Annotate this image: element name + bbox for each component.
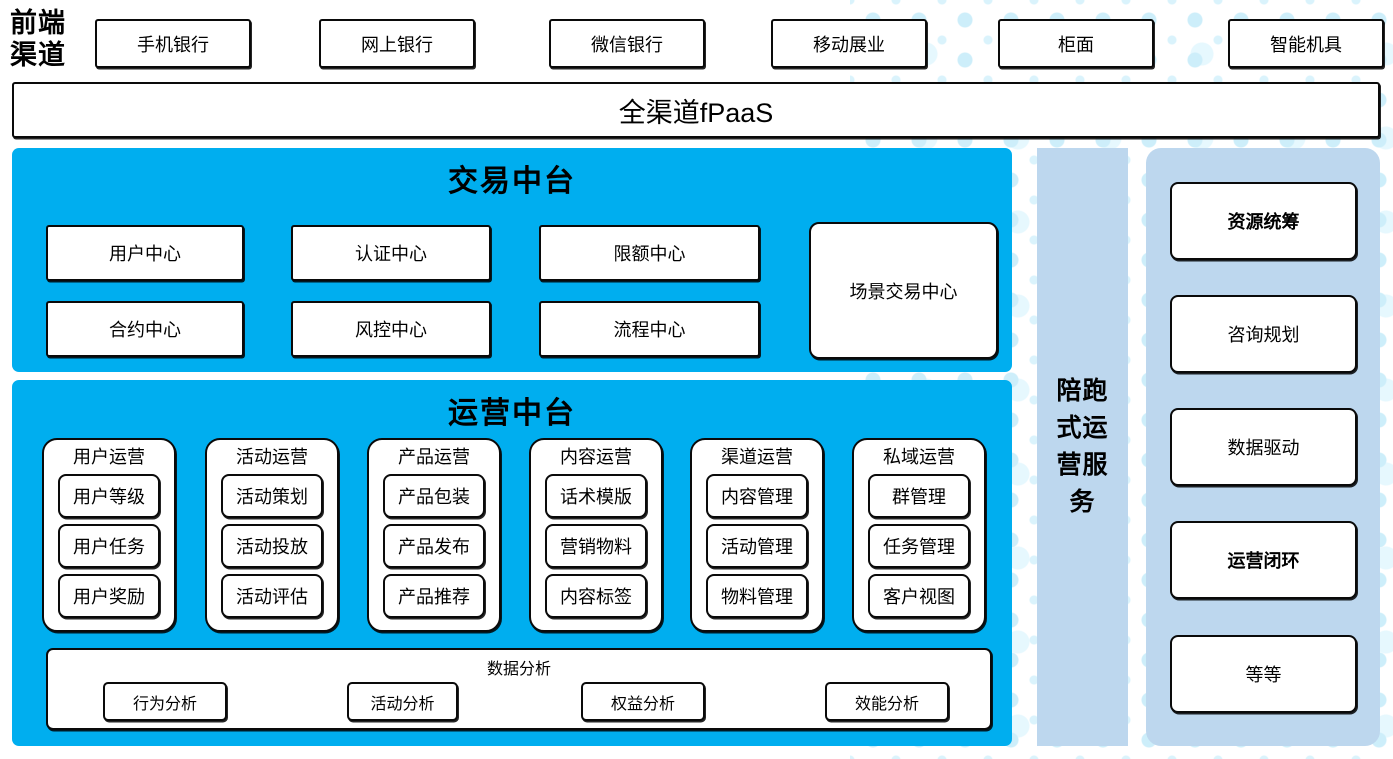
center-box-process: 流程中心 bbox=[539, 301, 760, 357]
ops-item: 物料管理 bbox=[706, 574, 808, 618]
ops-item: 用户奖励 bbox=[58, 574, 160, 618]
center-box-user: 用户中心 bbox=[46, 225, 244, 281]
data-analysis-title: 数据分析 bbox=[486, 661, 551, 678]
data-analysis-bar: 数据分析 行为分析 活动分析 权益分析 效能分析 bbox=[46, 648, 992, 730]
ops-column-activity: 活动运营 活动策划 活动投放 活动评估 bbox=[205, 438, 339, 632]
ops-item: 用户任务 bbox=[58, 524, 160, 568]
ops-item: 客户视图 bbox=[868, 574, 970, 618]
service-box-operation-loop: 运营闭环 bbox=[1170, 521, 1357, 599]
companion-service-strip: 陪跑式运营服务 bbox=[1037, 148, 1128, 746]
ops-item: 活动评估 bbox=[221, 574, 323, 618]
ops-item: 用户等级 bbox=[58, 474, 160, 518]
ops-item: 群管理 bbox=[868, 474, 970, 518]
trading-platform-block: 交易中台 用户中心 认证中心 限额中心 合约中心 风控中心 流程中心 场景交易中… bbox=[12, 148, 1012, 372]
ops-column-title: 私域运营 bbox=[883, 447, 955, 467]
ops-item: 活动策划 bbox=[221, 474, 323, 518]
channel-box-mobile-banking: 手机银行 bbox=[95, 19, 251, 68]
service-panel: 资源统筹 咨询规划 数据驱动 运营闭环 等等 bbox=[1146, 148, 1380, 746]
operations-platform-block: 运营中台 用户运营 用户等级 用户任务 用户奖励 活动运营 活动策划 活动投放 … bbox=[12, 380, 1012, 746]
ops-column-title: 渠道运营 bbox=[721, 447, 793, 467]
fpaas-bar: 全渠道fPaaS bbox=[12, 82, 1380, 138]
center-box-limit: 限额中心 bbox=[539, 225, 760, 281]
center-box-risk: 风控中心 bbox=[291, 301, 491, 357]
analysis-item-rights: 权益分析 bbox=[581, 682, 705, 721]
ops-column-private-domain: 私域运营 群管理 任务管理 客户视图 bbox=[852, 438, 986, 632]
companion-service-label: 陪跑式运营服务 bbox=[1056, 377, 1109, 516]
ops-item: 产品发布 bbox=[383, 524, 485, 568]
front-channels-label: 前端渠道 bbox=[10, 8, 66, 70]
channel-box-mobile-marketing: 移动展业 bbox=[771, 19, 927, 68]
analysis-item-efficiency: 效能分析 bbox=[825, 682, 949, 721]
trading-platform-title: 交易中台 bbox=[448, 165, 576, 198]
ops-item: 产品推荐 bbox=[383, 574, 485, 618]
center-box-contract: 合约中心 bbox=[46, 301, 244, 357]
ops-column-channel: 渠道运营 内容管理 活动管理 物料管理 bbox=[690, 438, 824, 632]
ops-column-product: 产品运营 产品包装 产品发布 产品推荐 bbox=[367, 438, 501, 632]
ops-column-title: 产品运营 bbox=[398, 447, 470, 467]
ops-column-title: 用户运营 bbox=[73, 447, 145, 467]
ops-column-user: 用户运营 用户等级 用户任务 用户奖励 bbox=[42, 438, 176, 632]
ops-item: 任务管理 bbox=[868, 524, 970, 568]
ops-item: 内容标签 bbox=[545, 574, 647, 618]
service-box-resource-planning: 资源统筹 bbox=[1170, 182, 1357, 260]
ops-item: 产品包装 bbox=[383, 474, 485, 518]
service-box-data-driven: 数据驱动 bbox=[1170, 408, 1357, 486]
scene-trading-center-box: 场景交易中心 bbox=[809, 222, 998, 359]
channel-box-online-banking: 网上银行 bbox=[319, 19, 475, 68]
analysis-item-behavior: 行为分析 bbox=[103, 682, 227, 721]
ops-column-content: 内容运营 话术模版 营销物料 内容标签 bbox=[529, 438, 663, 632]
ops-item: 活动管理 bbox=[706, 524, 808, 568]
ops-item: 话术模版 bbox=[545, 474, 647, 518]
channel-box-smart-devices: 智能机具 bbox=[1228, 19, 1384, 68]
operations-platform-title: 运营中台 bbox=[448, 397, 576, 430]
analysis-item-activity: 活动分析 bbox=[347, 682, 458, 721]
channel-box-counter: 柜面 bbox=[998, 19, 1154, 68]
channel-box-wechat-banking: 微信银行 bbox=[549, 19, 705, 68]
ops-item: 活动投放 bbox=[221, 524, 323, 568]
ops-column-title: 内容运营 bbox=[560, 447, 632, 467]
ops-item: 内容管理 bbox=[706, 474, 808, 518]
service-box-consulting: 咨询规划 bbox=[1170, 295, 1357, 373]
service-box-etc: 等等 bbox=[1170, 635, 1357, 713]
center-box-auth: 认证中心 bbox=[291, 225, 491, 281]
ops-column-title: 活动运营 bbox=[236, 447, 308, 467]
ops-item: 营销物料 bbox=[545, 524, 647, 568]
